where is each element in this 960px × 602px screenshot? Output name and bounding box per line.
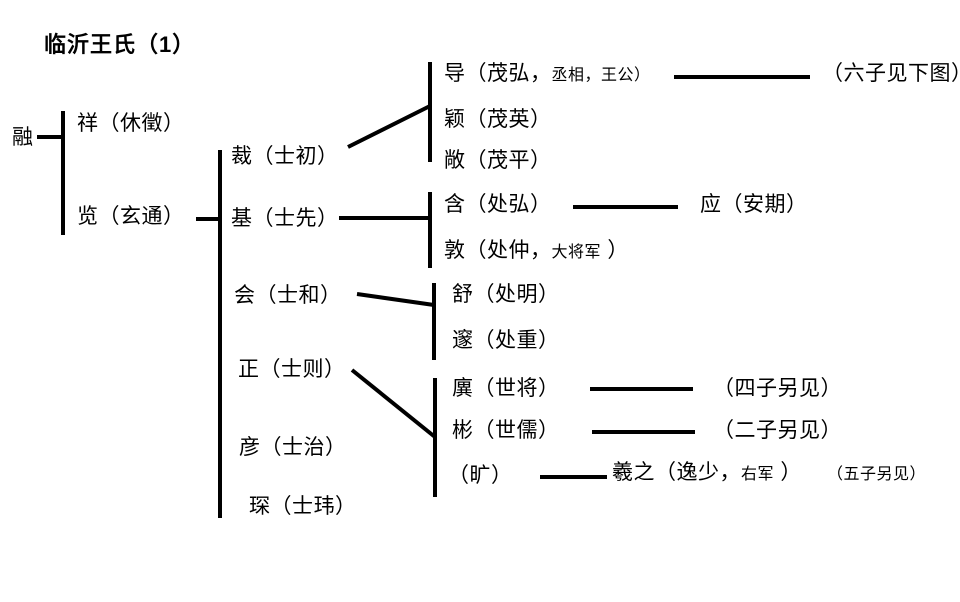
node-xizhi-close: ） <box>780 461 802 484</box>
node-yi: 廙（世将） <box>452 377 560 400</box>
node-bin: 彬（世儒） <box>452 419 560 442</box>
note-yi-sons: （四子另见） <box>713 377 842 400</box>
connector-cai-to-bracket <box>347 104 431 149</box>
node-dao-titles: 丞相，王公） <box>551 67 651 84</box>
node-xizhi: 羲之（逸少，右军 ） <box>612 461 802 485</box>
node-dao: 导（茂弘，丞相，王公） <box>444 62 651 86</box>
node-dun: 敦（处仲，大将军 ） <box>444 239 629 263</box>
node-lan: 览（玄通） <box>77 205 185 228</box>
node-xizhi-name: 羲之（逸少， <box>612 461 741 484</box>
node-cai: 裁（士初） <box>231 145 339 168</box>
note-dao-sons: （六子见下图） <box>822 62 960 85</box>
node-yingqi: 应（安期） <box>700 193 808 216</box>
node-xiang: 祥（休徵） <box>77 112 185 135</box>
node-shu: 舒（处明） <box>452 283 560 306</box>
connector-zheng-to-bracket <box>350 368 437 439</box>
node-chen: 琛（士玮） <box>249 495 357 518</box>
node-hui: 会（士和） <box>234 284 342 307</box>
note-kuang-sons: （五子另见） <box>827 466 927 483</box>
node-yan: 彦（士治） <box>239 436 347 459</box>
node-kuang: （旷） <box>448 464 513 487</box>
note-bin-sons: （二子另见） <box>713 419 842 442</box>
node-zheng: 正（士则） <box>238 358 346 381</box>
diagram-title: 临沂王氏（1） <box>44 32 196 57</box>
node-chang: 敞（茂平） <box>444 149 552 172</box>
node-dun-name: 敦（处仲， <box>444 239 552 262</box>
node-han: 含（处弘） <box>444 193 552 216</box>
node-rong: 融 <box>12 126 34 149</box>
node-sui: 邃（处重） <box>452 329 560 352</box>
node-dun-close: ） <box>607 239 629 262</box>
node-xizhi-title: 右军 <box>741 466 775 483</box>
node-dao-name: 导（茂弘， <box>444 62 552 85</box>
node-ji: 基（士先） <box>231 207 339 230</box>
node-dun-title: 大将军 <box>551 244 602 261</box>
connector-hui-to-bracket <box>356 292 435 307</box>
node-ying: 颖（茂英） <box>444 108 552 131</box>
